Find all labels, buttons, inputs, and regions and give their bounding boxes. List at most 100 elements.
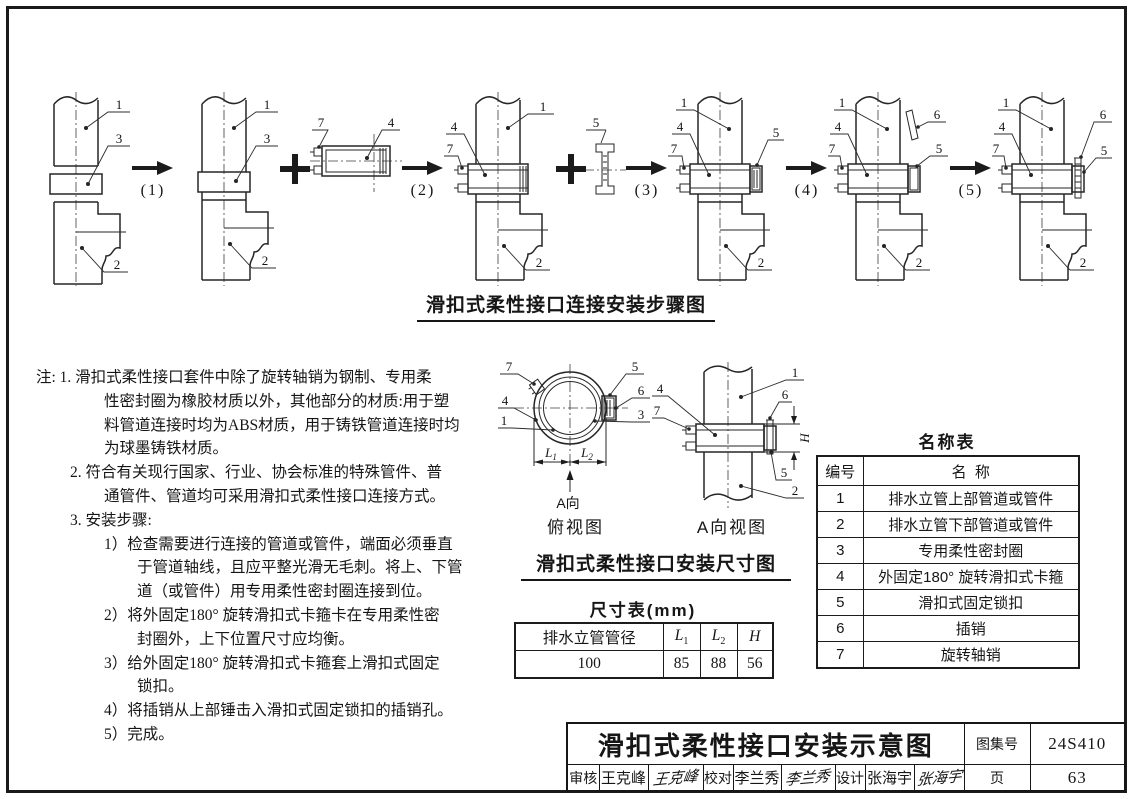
callout-4: 4 <box>830 119 869 177</box>
seal-ring <box>197 171 251 193</box>
callout-3: 3 <box>234 131 278 183</box>
lower-fitting <box>1019 194 1092 281</box>
svg-text:6: 6 <box>1100 107 1107 122</box>
svg-text:2: 2 <box>114 257 121 272</box>
svg-text:4: 4 <box>451 119 458 134</box>
svg-text:5: 5 <box>593 118 600 130</box>
svg-text:1: 1 <box>501 413 508 428</box>
callout-2: 2 <box>228 242 276 269</box>
step-number: (1) <box>140 182 166 199</box>
svg-text:7: 7 <box>993 141 1000 156</box>
callout-1: 1 <box>506 99 554 130</box>
callout-7: 7 <box>312 116 329 149</box>
callout-7: 7 <box>828 141 844 170</box>
step-figure-complete: 1 4 7 6 5 2 <box>992 92 1112 286</box>
svg-text:4: 4 <box>677 119 684 134</box>
step-5-transition: (5) <box>950 160 992 200</box>
lock-buckle <box>763 419 777 455</box>
svg-text:2: 2 <box>536 255 543 270</box>
step-1-transition: (1) <box>132 160 174 200</box>
upper-pipe <box>855 96 901 164</box>
callout-7: 7 <box>992 141 1008 170</box>
callout-1: 1 <box>84 97 130 130</box>
step-figure-assembled: 1 3 2 <box>197 92 278 286</box>
arrow-right-icon <box>786 161 827 175</box>
top-view-caption: 俯视图 <box>547 518 604 537</box>
callout-5: 5 <box>586 118 607 144</box>
note-line: 于管道轴线，且应平整光滑无毛刺。将上、下管 <box>137 559 463 577</box>
note-line: 4）将插销从上部锤击入滑扣式固定锁扣的插销孔。 <box>104 702 453 720</box>
seal-ring <box>543 381 597 435</box>
title-block: 滑扣式柔性接口安装示意图 图集号 24S410 审核 王克峰 王克峰 校对 李兰… <box>566 722 1127 792</box>
callout-5: 5 <box>769 450 792 481</box>
clamp-band <box>676 163 751 195</box>
note-line: 1）检查需要进行连接的管道或管件，端面必须垂直 <box>104 535 453 553</box>
callout-1: 1 <box>834 95 889 131</box>
dim-value-h: 56 <box>736 650 774 679</box>
svg-text:4: 4 <box>999 119 1006 134</box>
plus-icon <box>280 154 310 184</box>
svg-text:5: 5 <box>1101 143 1108 158</box>
callout-2: 2 <box>739 483 804 499</box>
svg-text:L1: L1 <box>544 445 557 462</box>
callout-4: 4 <box>652 381 717 437</box>
callout-7: 7 <box>652 403 691 431</box>
callout-6: 6 <box>614 383 650 410</box>
callout-3: 3 <box>86 131 130 186</box>
dimension-h: H <box>764 406 812 470</box>
pipe <box>703 365 753 501</box>
view-direction-arrow: A向 <box>556 470 580 510</box>
lock-buckle <box>1071 165 1085 193</box>
lower-fitting <box>697 194 770 281</box>
reviewer-name: 王克峰 <box>598 764 649 792</box>
dim-col-h: H <box>736 622 774 651</box>
note-line: 2. 符合有关现行国家、行业、协会标准的特殊管件、普 <box>70 464 443 482</box>
note-line: 通管件、管道均可采用滑扣式柔性接口连接方式。 <box>104 487 446 505</box>
dimension-table-caption: 尺寸表(mm) <box>589 601 697 620</box>
pin <box>766 419 774 455</box>
clamp-bolts <box>310 147 323 175</box>
step-figure-locked: 1 4 7 5 2 <box>668 92 784 286</box>
design-label: 设计 <box>834 764 866 792</box>
lock-buckle <box>749 165 763 193</box>
svg-text:1: 1 <box>839 95 846 110</box>
svg-text:6: 6 <box>638 383 645 398</box>
dim-value-l1: 85 <box>662 650 701 679</box>
col-number: 编号 <box>816 455 864 486</box>
name-table: 编号 名 称 1 排水立管上部管道或管件 2 排水立管下部管道或管件 3 专用柔… <box>816 455 1080 669</box>
clamp-band <box>834 163 909 195</box>
note-line: 为球墨铸铁材质。 <box>104 440 229 458</box>
svg-text:2: 2 <box>792 483 799 498</box>
clamp-band <box>682 423 765 453</box>
arrow-right-icon <box>950 161 991 175</box>
callout-6: 6 <box>916 107 946 129</box>
svg-text:5: 5 <box>773 125 780 140</box>
upper-pipe <box>53 96 99 167</box>
callout-5: 5 <box>608 360 644 397</box>
dim-col-diameter: 排水立管管径 <box>514 622 664 651</box>
lock-buckle <box>907 165 921 193</box>
table-row: 1 排水立管上部管道或管件 <box>816 485 1080 512</box>
clamp-band <box>454 163 529 195</box>
notes-block: 注: 1. 滑扣式柔性接口套件中除了旋转轴销为钢制、专用柔 性密封圈为橡胶材质以… <box>36 366 511 747</box>
callout-4: 4 <box>498 393 538 422</box>
part-number: 1 <box>816 485 864 512</box>
svg-text:7: 7 <box>447 141 454 156</box>
callout-4: 4 <box>365 116 400 160</box>
svg-text:1: 1 <box>681 95 688 110</box>
check-label: 校对 <box>702 764 734 792</box>
page-number: 63 <box>1029 764 1126 792</box>
pivot-bolt <box>528 378 546 396</box>
callout-6: 6 <box>768 387 792 420</box>
svg-text:H: H <box>797 433 812 444</box>
dim-value-diameter: 100 <box>514 650 664 679</box>
part-number: 2 <box>816 511 864 538</box>
a-view-figure: H 4 7 1 6 5 2 <box>652 362 812 508</box>
reviewer-signature: 王克峰 <box>647 764 704 792</box>
clamp-band <box>998 163 1073 195</box>
svg-text:2: 2 <box>262 253 269 268</box>
svg-text:2: 2 <box>1080 255 1087 270</box>
callout-3: 3 <box>593 407 650 423</box>
name-table-caption: 名称表 <box>918 433 976 452</box>
